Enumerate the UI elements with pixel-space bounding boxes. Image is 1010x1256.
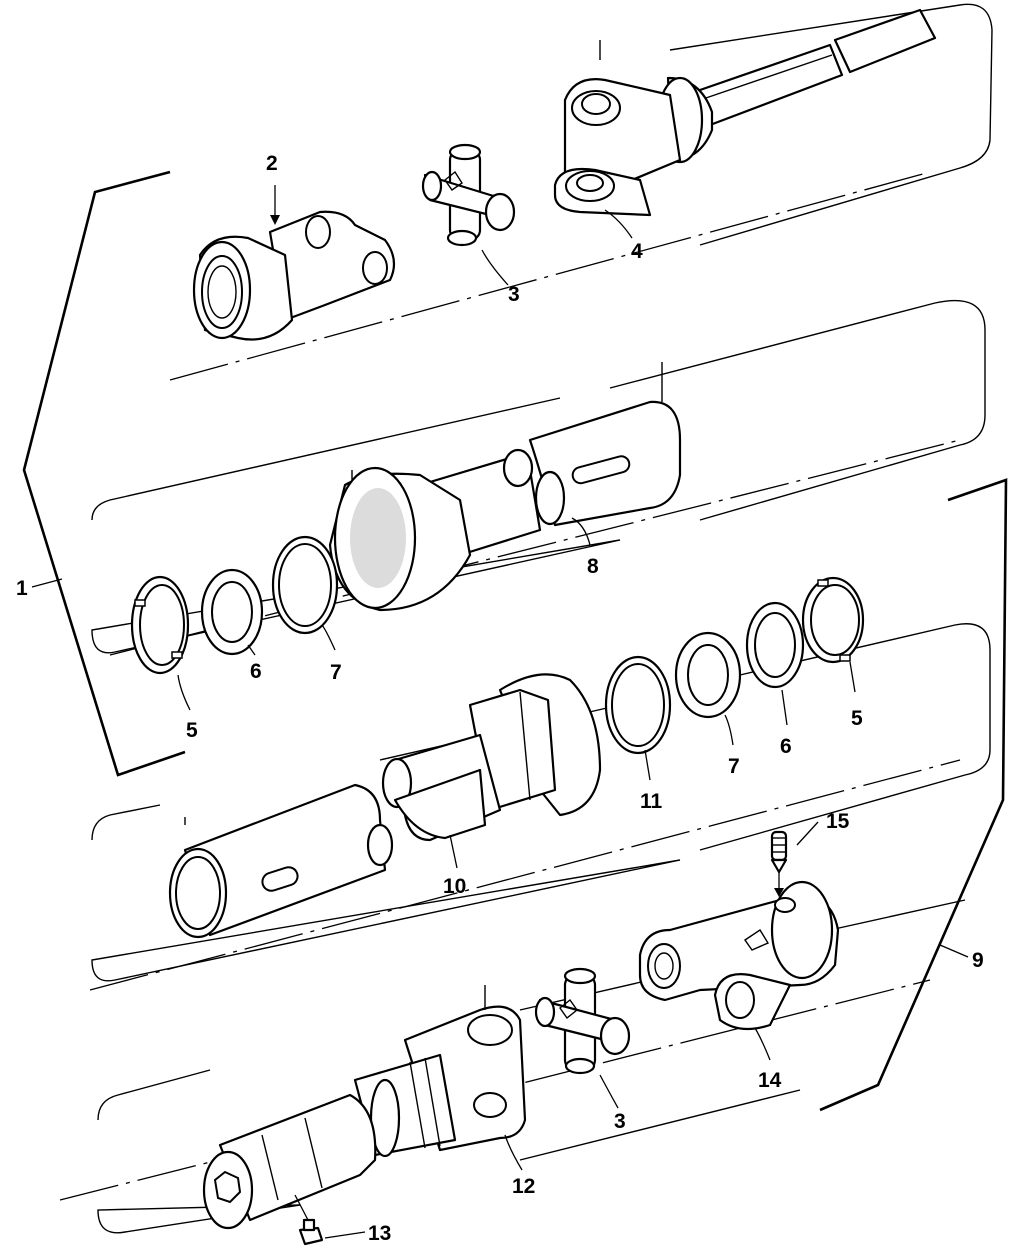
- grease-fitting-icon: [770, 830, 788, 897]
- shielded-yoke-icon: [192, 210, 396, 341]
- callout-8: 8: [587, 555, 599, 578]
- callout-4: 4: [631, 240, 643, 263]
- inner-shield-tube-icon: [381, 673, 602, 842]
- retaining-ring-right-icon: [604, 655, 672, 755]
- callout-10: 10: [443, 875, 466, 898]
- callout-7-left: 7: [330, 661, 342, 684]
- callout-3-top: 3: [508, 283, 520, 306]
- callout-12: 12: [512, 1175, 535, 1198]
- bracket-group-9: [819, 478, 1008, 1112]
- callout-5-left: 5: [186, 719, 198, 742]
- splined-shaft-icon: [202, 1093, 377, 1230]
- bolt-icon: [294, 1194, 324, 1246]
- outer-guard-tube-icon: [328, 362, 682, 612]
- cross-bearing-kit-bottom-icon: [534, 967, 631, 1075]
- snap-ring-right-icon: [801, 576, 865, 664]
- yoke-shaft-assembly-icon: [553, 8, 937, 217]
- callout-1: 1: [16, 577, 28, 600]
- bearing-ring-left-icon: [200, 568, 264, 656]
- callout-7-right: 7: [728, 755, 740, 778]
- callout-15: 15: [826, 810, 850, 833]
- splined-yoke-icon: [353, 985, 527, 1158]
- callout-13: 13: [368, 1222, 391, 1245]
- callout-labels: 1 2 3 4 5 6 7 8 5 6 7 11 10 15 9 14 3 12…: [16, 152, 984, 1245]
- callout-5-right: 5: [851, 707, 863, 730]
- snap-ring-left-icon: [130, 575, 190, 675]
- snap-ring-mid-right-icon: [745, 601, 805, 689]
- leader-lines: [177, 185, 856, 1239]
- callout-11: 11: [640, 790, 663, 813]
- cross-bearing-kit-top-icon: [421, 143, 516, 247]
- callout-2: 2: [266, 152, 278, 175]
- outer-guard-tube-lower-icon: [168, 783, 394, 939]
- retaining-ring-left-icon: [271, 535, 339, 635]
- lock-yoke-icon: [638, 880, 840, 1031]
- callout-6-right: 6: [780, 735, 792, 758]
- callout-6-left: 6: [250, 660, 262, 683]
- bearing-ring-right-icon: [674, 631, 742, 719]
- callout-14: 14: [758, 1069, 782, 1092]
- bracket-group-1: [22, 170, 186, 777]
- callout-9: 9: [972, 949, 984, 972]
- callout-3-bottom: 3: [614, 1110, 626, 1133]
